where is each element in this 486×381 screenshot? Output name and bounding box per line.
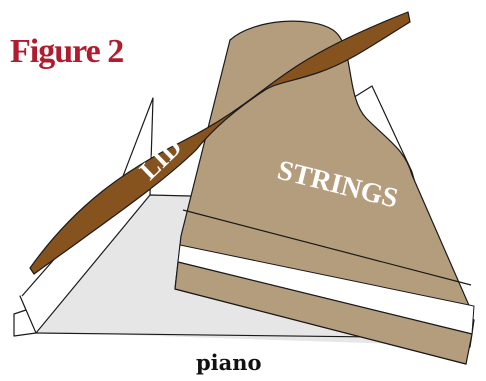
piano-frame-left [13,295,37,337]
piano-lid [29,11,411,275]
piano-caption: piano [196,350,262,375]
figure-title: Figure 2 [10,33,123,70]
keyboard-base [174,261,473,365]
keyboard-top-edge [182,209,472,286]
